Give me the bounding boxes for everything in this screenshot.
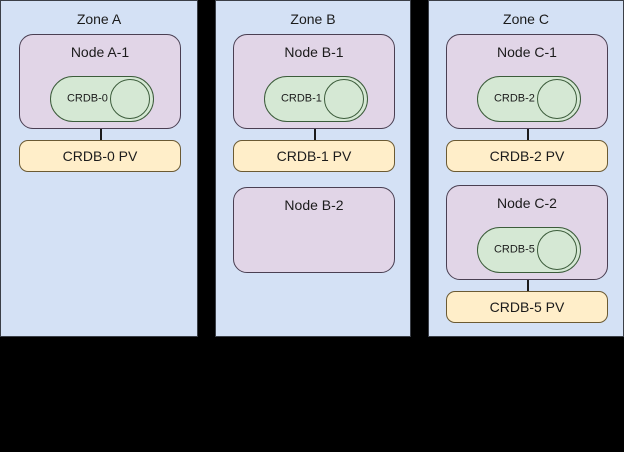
node-b-1[interactable]: Node B-1 CRDB-1 [233, 34, 395, 129]
cylinder-end-cap [537, 79, 577, 119]
node-b-2-label: Node B-2 [284, 197, 344, 213]
database-cylinder-icon[interactable]: CRDB-5 [477, 227, 581, 273]
pv-crdb-1[interactable]: CRDB-1 PV [233, 140, 395, 172]
node-c-2[interactable]: Node C-2 CRDB-5 [446, 185, 608, 280]
pv-crdb-5[interactable]: CRDB-5 PV [446, 291, 608, 323]
pv-label-crdb-5: CRDB-5 PV [489, 299, 565, 315]
pod-label-crdb-1: CRDB-1 [280, 92, 322, 105]
cylinder-end-cap [324, 79, 364, 119]
pod-label-crdb-5: CRDB-5 [493, 243, 535, 256]
zone-panel-b[interactable]: Zone B Node B-1 CRDB-1 CRDB-1 PV Node B-… [215, 0, 411, 337]
pv-label-crdb-0: CRDB-0 PV [62, 148, 138, 164]
node-a-1-label: Node A-1 [70, 44, 130, 60]
zone-panel-c[interactable]: Zone C Node C-1 CRDB-2 CRDB-2 PV Node C-… [428, 0, 624, 337]
pod-label-crdb-2: CRDB-2 [493, 92, 535, 105]
pv-crdb-0[interactable]: CRDB-0 PV [19, 140, 181, 172]
zone-title-a: Zone A [76, 11, 122, 27]
database-cylinder-icon[interactable]: CRDB-2 [477, 76, 581, 122]
node-b-2[interactable]: Node B-2 [233, 187, 395, 273]
pod-label-crdb-0: CRDB-0 [66, 92, 108, 105]
pv-label-crdb-2: CRDB-2 PV [489, 148, 565, 164]
zone-title-b: Zone B [290, 11, 336, 27]
cylinder-end-cap [537, 230, 577, 270]
connector-node-c-2-to-crdb-5-pv [527, 280, 529, 292]
connector-node-a-1-to-crdb-0-pv [100, 129, 102, 141]
pv-label-crdb-1: CRDB-1 PV [276, 148, 352, 164]
node-c-1[interactable]: Node C-1 CRDB-2 [446, 34, 608, 129]
database-cylinder-icon[interactable]: CRDB-0 [50, 76, 154, 122]
node-c-1-label: Node C-1 [497, 44, 557, 60]
zone-panel-a[interactable]: Zone A Node A-1 CRDB-0 CRDB-0 PV [0, 0, 198, 337]
connector-node-b-1-to-crdb-1-pv [314, 129, 316, 141]
database-cylinder-icon[interactable]: CRDB-1 [264, 76, 368, 122]
cylinder-end-cap [110, 79, 150, 119]
node-b-1-label: Node B-1 [284, 44, 344, 60]
node-a-1[interactable]: Node A-1 CRDB-0 [19, 34, 181, 129]
zone-title-c: Zone C [503, 11, 549, 27]
pv-crdb-2[interactable]: CRDB-2 PV [446, 140, 608, 172]
node-c-2-label: Node C-2 [497, 195, 557, 211]
connector-node-c-1-to-crdb-2-pv [527, 129, 529, 141]
